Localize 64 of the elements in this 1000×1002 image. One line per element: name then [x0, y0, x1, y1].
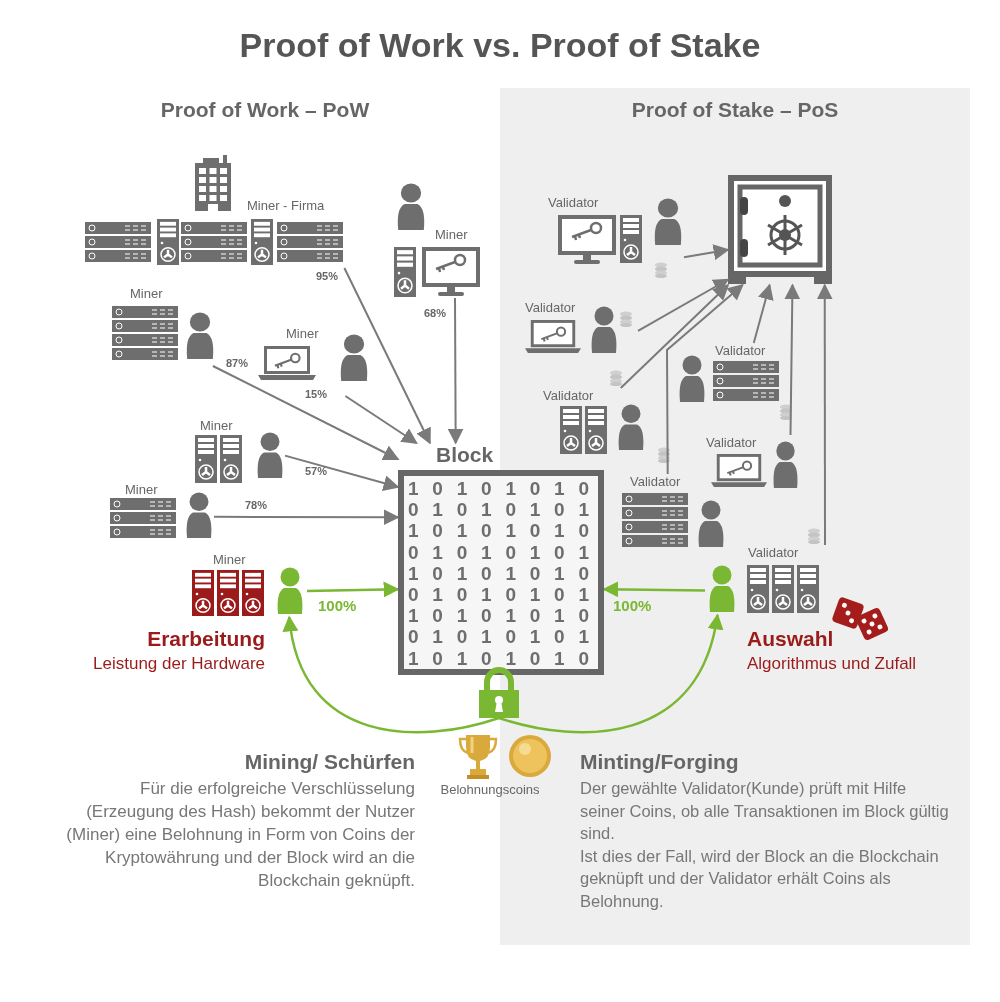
section-heading: Mining/ Schürfen [243, 750, 415, 774]
edge-label: 15% [305, 388, 328, 400]
device-label: Miner [125, 482, 158, 497]
section-heading: Proof of Work – PoW [159, 98, 371, 122]
section-heading: Minting/Forging [580, 750, 740, 774]
device-label: Miner [213, 552, 246, 567]
device-label: Validator [543, 388, 594, 403]
device-label: Miner [130, 286, 163, 301]
device-label: Miner [286, 326, 319, 341]
binary-row: 1 0 1 0 1 0 1 0 [408, 520, 589, 542]
category-heading: Erarbeitung [146, 627, 265, 651]
arrow [816, 283, 833, 546]
description-paragraph: Für die erfolgreiche Verschlüsselung (Erzeugung des Hash) bekommt der Nutzer (Miner) eine Belohnung in Form von Coins der Kryptowährung und der Block wird an die Blockchain geknüpft. [65, 778, 415, 892]
arrow [666, 283, 744, 475]
arrow [637, 278, 730, 332]
edge-label: 87% [226, 357, 249, 369]
device-label: Validator [630, 474, 681, 489]
reward-label: Belohnungscoins [439, 782, 541, 797]
description-paragraph: Der gewählte Validator(Kunde) prüft mit Hilfe seiner Coins, ob alle Transaktionen im Block gültig sind. [580, 778, 950, 844]
device-label: Validator [525, 300, 576, 315]
edge-label: 57% [305, 465, 328, 477]
binary-row: 1 0 1 0 1 0 1 0 [408, 647, 589, 669]
arrow [343, 267, 431, 445]
arrow [306, 581, 400, 598]
edge-label: 100% [318, 597, 357, 614]
binary-row: 0 1 0 1 0 1 0 1 [408, 499, 589, 521]
arrow [283, 615, 500, 734]
arrow [619, 283, 730, 389]
arrow [447, 297, 464, 445]
category-heading: Auswahl [747, 627, 835, 651]
diagram-title: Proof of Work vs. Proof of Stake [238, 26, 762, 65]
arrow [784, 283, 801, 436]
arrow [602, 581, 705, 598]
binary-row: 0 1 0 1 0 1 0 1 [408, 626, 589, 648]
block-heading: Block [436, 443, 494, 467]
device-label: Miner [200, 418, 233, 433]
edge-label: 78% [245, 499, 268, 511]
edge-label: 100% [613, 597, 652, 614]
arrow [498, 613, 723, 734]
safe-icon [728, 175, 832, 285]
binary-row: 0 1 0 1 0 1 0 1 [408, 584, 589, 605]
category-subtitle: Leistung der Hardware [92, 654, 265, 674]
binary-row: 1 0 1 0 1 0 1 0 [408, 605, 589, 627]
device-label: Validator [706, 435, 757, 450]
arrow [211, 365, 400, 461]
section-heading: Proof of Stake – PoS [630, 98, 840, 122]
arrow [213, 509, 400, 526]
binary-row: 1 0 1 0 1 0 1 0 [408, 478, 589, 499]
device-label: Miner - Firma [247, 198, 325, 213]
category-subtitle: Algorithmus und Zufall [747, 654, 918, 674]
binary-row: 0 1 0 1 0 1 0 1 [408, 541, 589, 563]
description-paragraph: Ist dies der Fall, wird der Block an die Blockchain geknüpft und der Validator erhält Coins als Belohnung. [580, 845, 940, 912]
edge-label: 95% [316, 270, 339, 282]
arrow [344, 395, 418, 444]
device-label: Validator [748, 545, 799, 560]
device-label: Validator [548, 195, 599, 210]
device-label: Validator [715, 343, 766, 358]
arrow [752, 283, 774, 344]
device-label: Miner [435, 227, 468, 242]
edge-label: 68% [424, 307, 447, 319]
arrow [683, 244, 730, 261]
padlock-icon [477, 668, 521, 718]
binary-row: 1 0 1 0 1 0 1 0 [408, 562, 589, 584]
arrow [284, 454, 400, 491]
